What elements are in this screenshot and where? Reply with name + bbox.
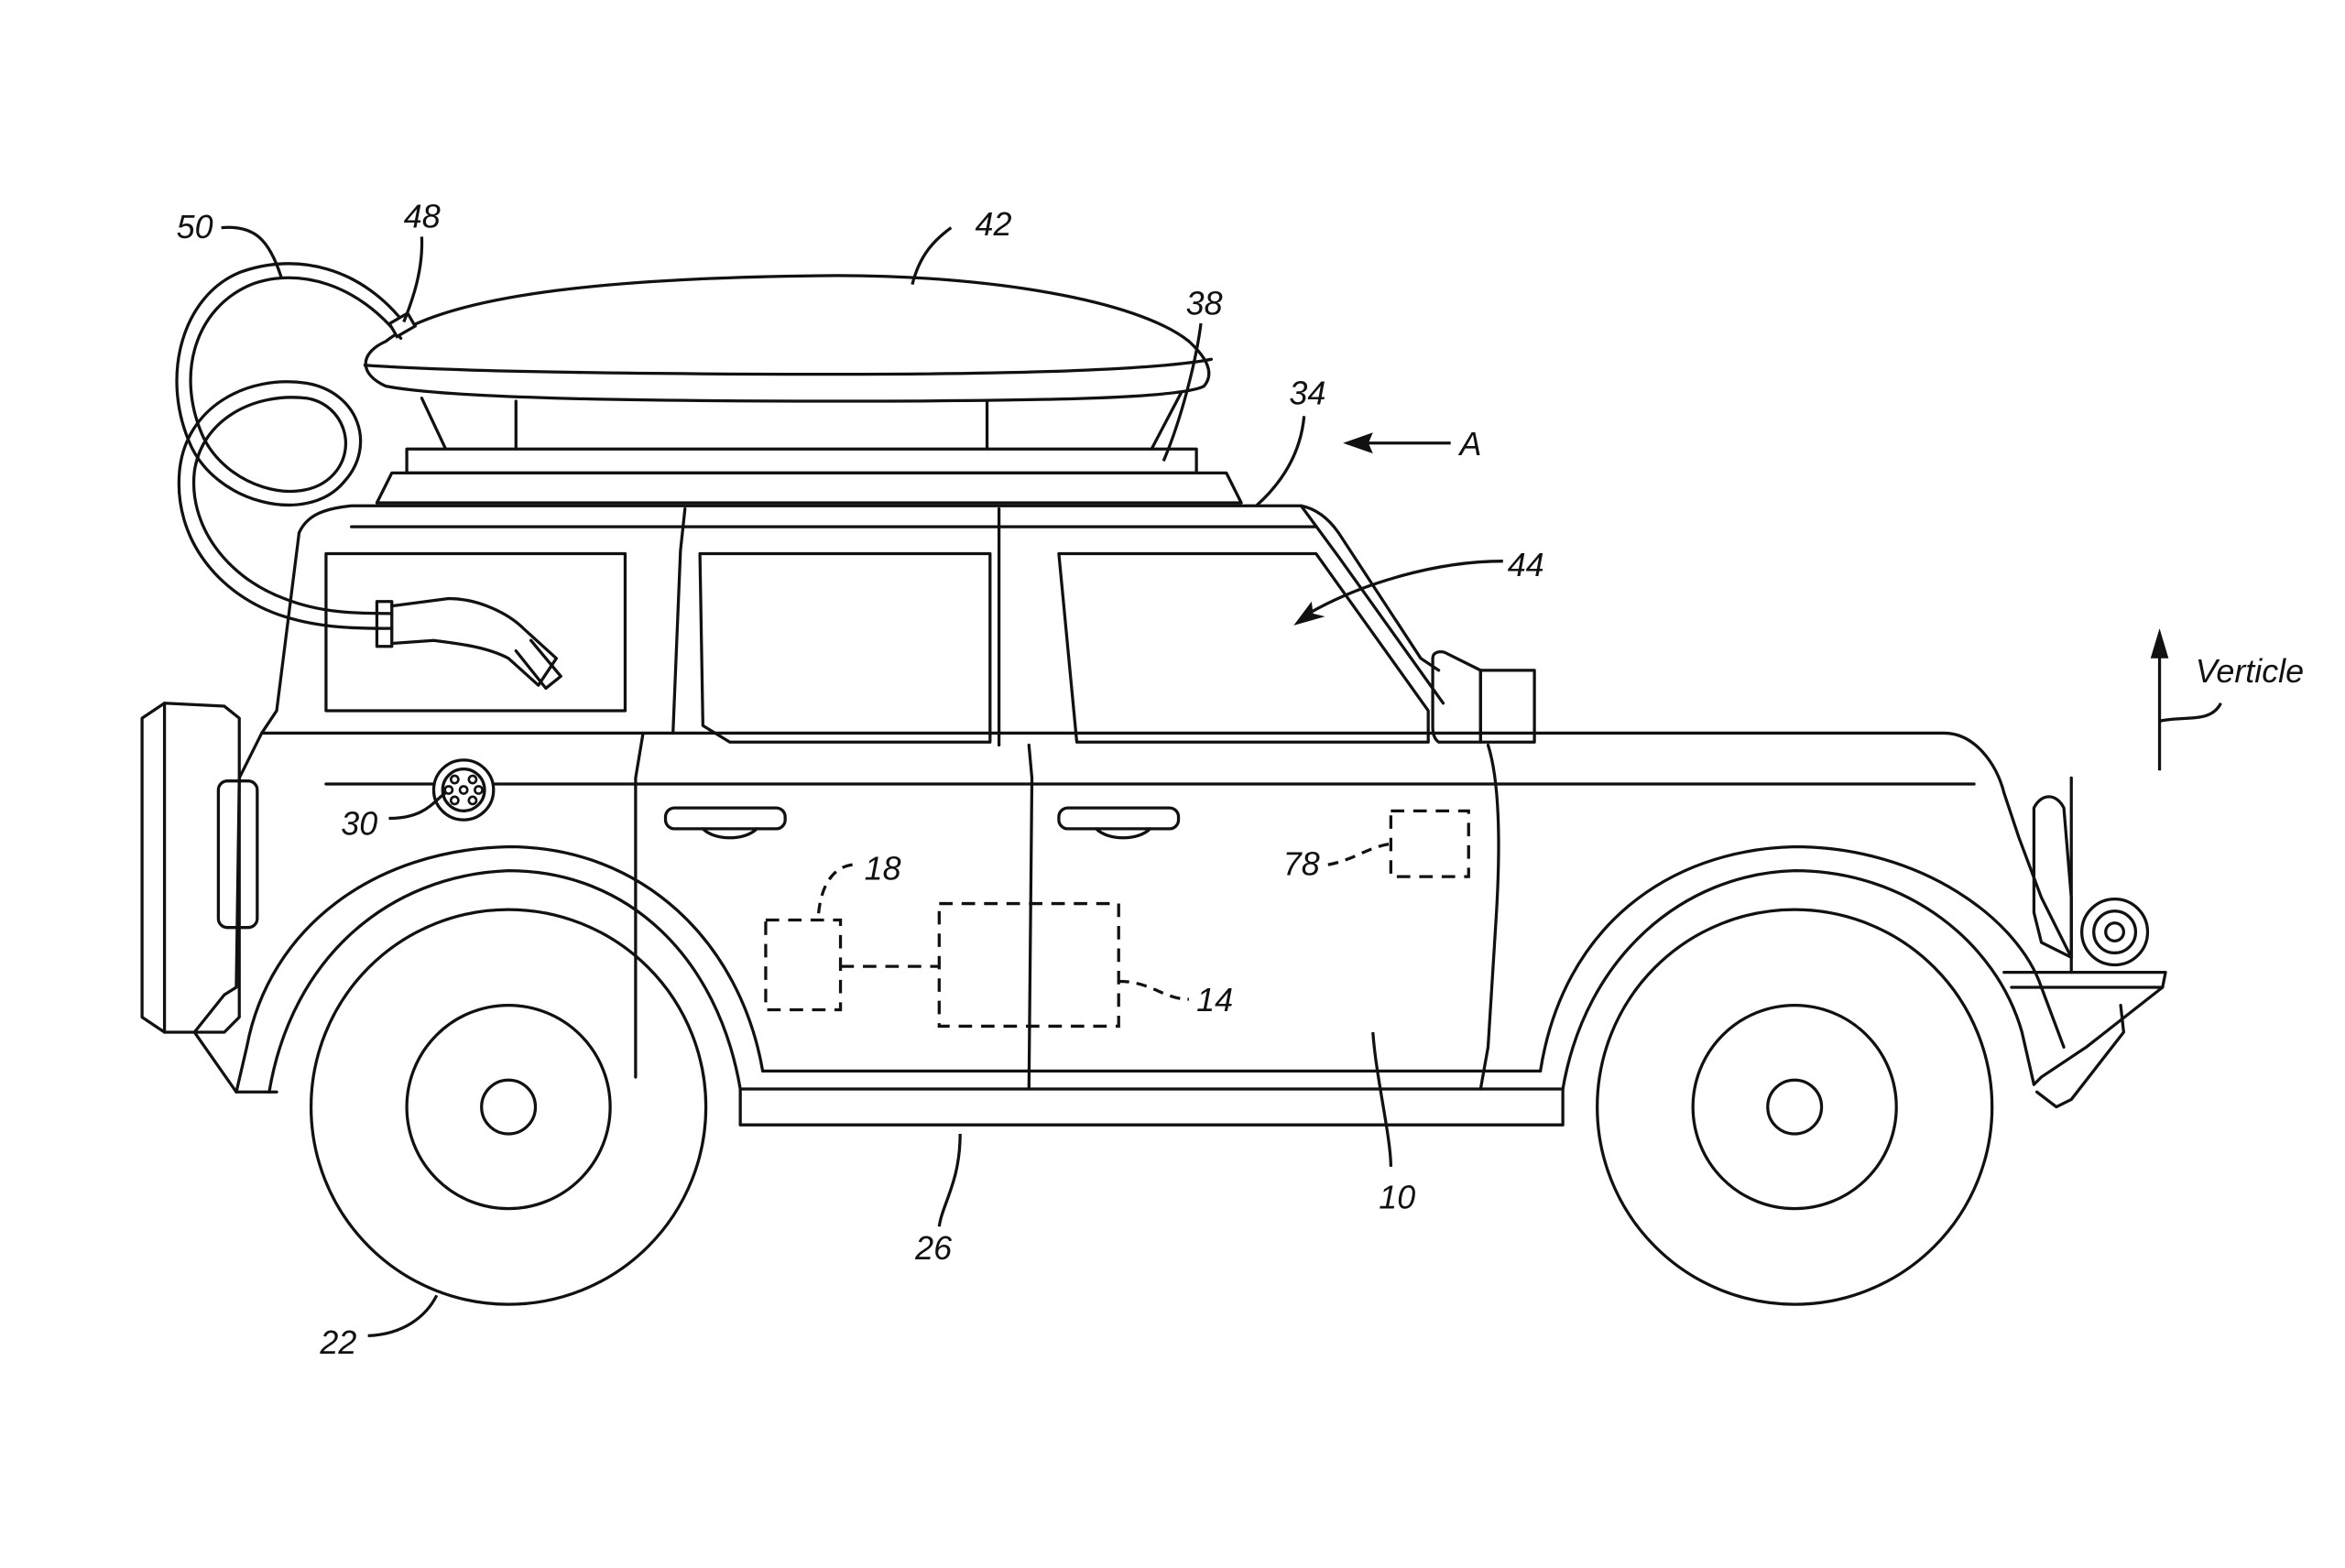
cable-outlet-48: [387, 310, 418, 339]
leader-48: [402, 236, 424, 323]
leader-50: [221, 225, 283, 278]
leader-22: [367, 1294, 439, 1338]
door-handle-front: [1057, 806, 1181, 840]
label-34: 34: [1289, 374, 1325, 411]
label-14: 14: [1196, 981, 1233, 1018]
label-26: 26: [914, 1229, 952, 1267]
component-box-78: [1389, 809, 1470, 878]
label-22: 22: [319, 1323, 356, 1361]
label-38: 38: [1186, 284, 1223, 321]
charging-cable: [175, 262, 418, 630]
charge-port: [431, 758, 496, 822]
vehicle-body: [140, 504, 2167, 1127]
label-view-A: A: [1457, 425, 1481, 463]
leader-14: [1118, 979, 1189, 1001]
label-30: 30: [341, 804, 377, 842]
leader-78: [1327, 842, 1391, 866]
label-50: 50: [177, 208, 213, 245]
label-44: 44: [1508, 546, 1544, 583]
label-10: 10: [1379, 1179, 1415, 1216]
label-18: 18: [865, 849, 901, 887]
leader-38: [1162, 322, 1203, 462]
leader-34: [1255, 416, 1306, 507]
roof-rack: [375, 447, 1243, 505]
roof-cargo-box: [363, 274, 1214, 451]
label-78: 78: [1283, 845, 1320, 883]
component-box-18: [764, 918, 843, 1012]
leader-18: [816, 863, 853, 920]
leader-10: [1371, 1031, 1392, 1167]
leader-26: [937, 1133, 962, 1227]
label-42: 42: [975, 205, 1011, 243]
leader-30: [388, 791, 447, 821]
door-handle-rear: [663, 806, 787, 840]
leader-44-arrow: [1307, 560, 1503, 615]
front-wheel: [1596, 908, 1994, 1306]
component-box-14: [937, 901, 1120, 1029]
label-vertical: Verticle: [2196, 652, 2304, 690]
leader-42: [911, 226, 953, 286]
leader-vertical: [2159, 702, 2222, 723]
label-48: 48: [404, 198, 441, 235]
rear-wheel: [309, 908, 708, 1306]
fog-lamp: [2080, 898, 2150, 967]
charge-connector-handle: [375, 596, 562, 691]
